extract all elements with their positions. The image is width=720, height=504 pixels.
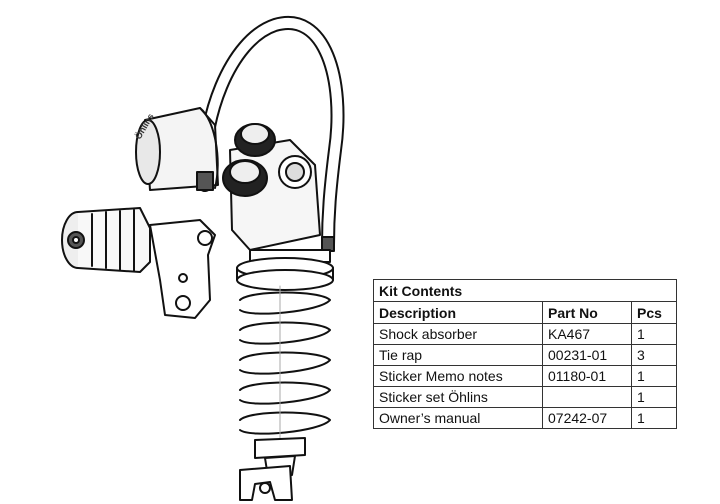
table-row: Sticker Memo notes 01180-01 1 [373, 365, 677, 387]
header-pcs: Pcs [631, 301, 677, 324]
header-description: Description [373, 301, 543, 324]
cell-pcs: 1 [631, 365, 677, 387]
hose-clamp [196, 171, 214, 191]
cell-description: Sticker Memo notes [373, 365, 543, 387]
cell-part-no: 00231-01 [542, 344, 632, 366]
table-row: Owner’s manual 07242-07 1 [373, 407, 677, 429]
coil-spring [239, 285, 331, 446]
shock-absorber-illustration: Öhlins [61, 16, 345, 501]
header-part-no: Part No [542, 301, 632, 324]
cell-description: Shock absorber [373, 323, 543, 345]
table-row: Shock absorber KA467 1 [373, 323, 677, 345]
mounting-bracket [149, 219, 216, 319]
table-row: Sticker set Öhlins 1 [373, 386, 677, 408]
reservoir-hose [197, 16, 345, 252]
cell-description: Owner’s manual [373, 407, 543, 429]
cell-part-no: KA467 [542, 323, 632, 345]
cell-description: Tie rap [373, 344, 543, 366]
shock-body-bottom [239, 437, 306, 501]
table-title: Kit Contents [373, 279, 677, 302]
kit-contents-table: Kit Contents Description Part No Pcs Sho… [373, 279, 677, 429]
preload-adjuster-knob [61, 207, 151, 273]
table-title-row: Kit Contents [373, 279, 677, 302]
cell-description: Sticker set Öhlins [373, 386, 543, 408]
table-header-row: Description Part No Pcs [373, 301, 677, 324]
cell-part-no: 07242-07 [542, 407, 632, 429]
cell-pcs: 1 [631, 386, 677, 408]
cell-pcs: 1 [631, 407, 677, 429]
spring-collar [236, 257, 334, 291]
cell-pcs: 1 [631, 323, 677, 345]
compression-adjuster-knob [222, 123, 276, 197]
cell-pcs: 3 [631, 344, 677, 366]
reservoir-canister [135, 107, 219, 191]
hose-clamp [321, 236, 335, 252]
table-row: Tie rap 00231-01 3 [373, 344, 677, 366]
cell-part-no [542, 386, 632, 408]
cell-part-no: 01180-01 [542, 365, 632, 387]
shock-body-top [229, 139, 331, 263]
